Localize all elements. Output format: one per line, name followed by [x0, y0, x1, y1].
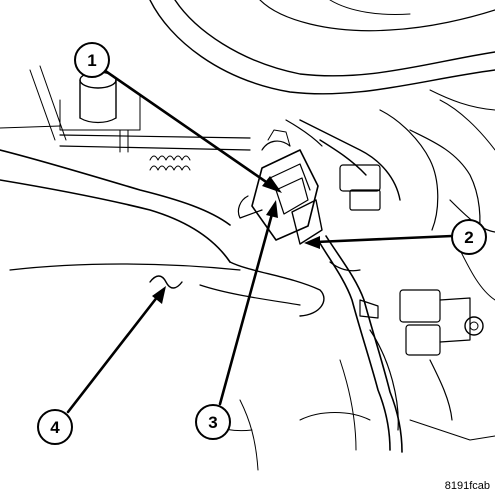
callout-3-arrowhead	[266, 200, 278, 218]
callout-2-leader	[314, 234, 454, 244]
callout-3-number: 3	[208, 413, 217, 432]
callout-1-number: 1	[87, 51, 96, 70]
callout-2: 2	[451, 219, 487, 255]
callout-4: 4	[37, 409, 73, 445]
callout-3: 3	[195, 404, 231, 440]
callout-1-arrowhead	[262, 176, 282, 193]
figure-id: 8191fcab	[445, 480, 490, 492]
callout-2-arrowhead	[304, 236, 320, 249]
callout-1: 1	[74, 42, 110, 78]
callout-leaders	[66, 68, 454, 414]
callout-1-leader	[102, 68, 274, 188]
callout-3-leader	[218, 212, 274, 406]
callout-4-arrowhead	[152, 286, 166, 304]
callout-2-number: 2	[464, 228, 473, 247]
callout-4-leader	[66, 294, 160, 414]
callout-4-number: 4	[50, 418, 60, 437]
engine-bay-lineart	[0, 0, 495, 471]
